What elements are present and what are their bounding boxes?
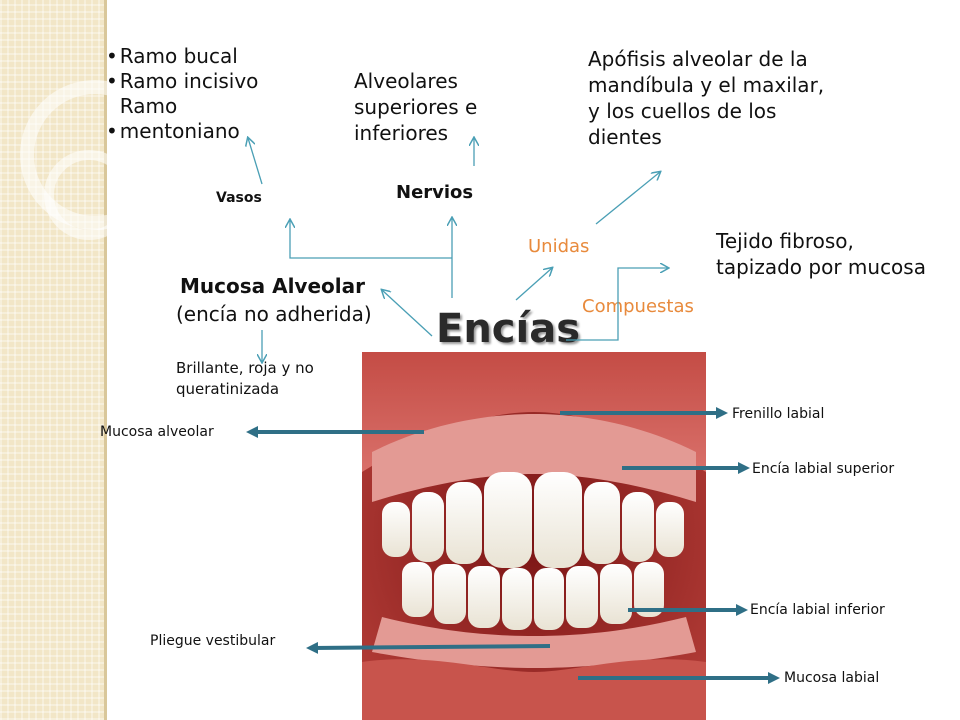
lower-lip [362,659,706,720]
lower-gingiva [372,617,696,668]
vasos-label: Vasos [216,190,262,206]
label-encia-labial-inferior: Encía labial inferior [750,602,885,618]
compuestas-desc-line-1: Tejido fibroso, [716,229,854,253]
photo-label-arrows [246,407,780,684]
page-title: Encías [436,306,581,352]
upper-gingiva [372,414,696,502]
arrow-vasos-items [248,138,263,185]
unidas-desc-line-4: dientes [588,125,662,149]
mucosa-alveolar-label: Mucosa Alveolar [180,274,365,298]
label-mucosa-alveolar: Mucosa alveolar [100,424,214,440]
compuestas-desc-line-2: tapizado por mucosa [716,255,926,279]
vasos-item-3-line: Ramo mentoniano [106,94,258,144]
lower-teeth [402,562,664,630]
upper-teeth [382,472,684,568]
arrow-encias-vasos [290,220,452,259]
vasos-item-3: Ramo mentoniano [119,94,240,143]
arrow-pliegue-vestibular [306,641,551,654]
unidas-desc-line-3: y los cuellos de los [588,99,777,123]
sidebar-divider [104,0,107,720]
arrow-encias-mucosa [382,290,433,337]
arrow-unidas-desc [595,172,660,225]
compuestas-label: Compuestas [582,296,694,317]
unidas-desc-line-2: mandíbula y el maxilar, [588,73,825,97]
unidas-desc-line-1: Apófisis alveolar de la [588,47,808,71]
label-mucosa-labial: Mucosa labial [784,670,880,686]
nervios-desc-line-3: inferiores [354,121,449,145]
mucosa-alveolar-desc-line-2: queratinizada [176,380,280,398]
nervios-desc-line-2: superiores e [354,95,478,119]
label-pliegue-vestibular: Pliegue vestibular [150,633,276,649]
arrow-encias-compuestas [566,268,668,341]
vasos-item-2: Ramo incisivo [106,69,259,94]
compuestas-desc: Tejido fibroso, tapizado por mucosa [716,228,926,280]
vasos-item-1: Ramo bucal [106,44,258,69]
decorative-ring-small [44,150,134,240]
vasos-items: Ramo bucal Ramo incisivo Ramo mentoniano [106,44,259,144]
unidas-label: Unidas [528,236,590,257]
concept-arrows [248,138,668,362]
upper-mucosa [362,352,706,472]
label-frenillo-labial: Frenillo labial [732,406,825,422]
mucosa-alveolar-desc: Brillante, roja y no queratinizada [176,358,314,400]
arrow-encias-unidas [515,268,552,301]
unidas-desc: Apófisis alveolar de la mandíbula y el m… [588,46,824,150]
mucosa-alveolar-desc-line-1: Brillante, roja y no [176,359,314,377]
label-encia-labial-superior: Encía labial superior [752,461,895,477]
nervios-desc: Alveolares superiores e inferiores [354,68,477,146]
mucosa-alveolar-sub: (encía no adherida) [176,302,372,326]
nervios-label: Nervios [396,182,474,203]
nervios-desc-line-1: Alveolares [354,69,458,93]
